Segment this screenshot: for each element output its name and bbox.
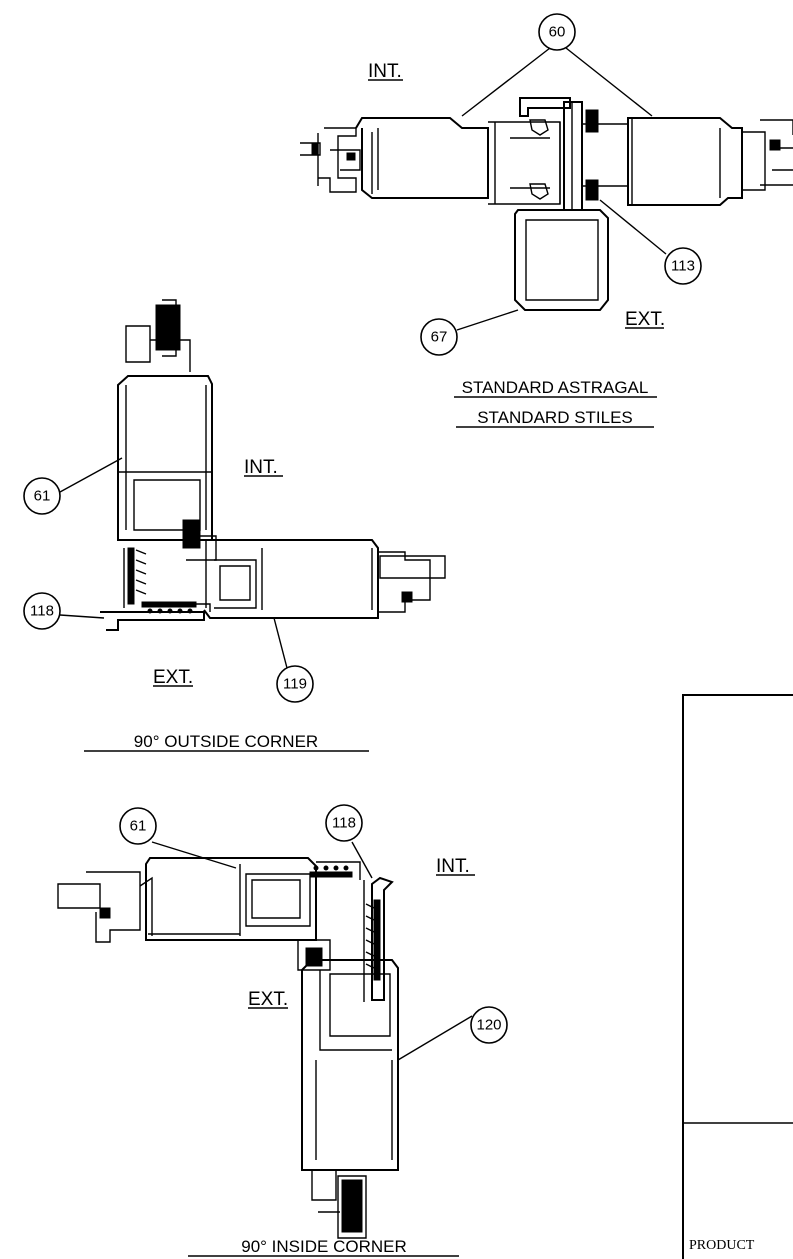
callout-60-astragal: 60 (538, 13, 576, 51)
outside-int-label: INT. (244, 457, 278, 478)
title-block-product-label: PRODUCT (689, 1238, 755, 1253)
title-block: PRODUCT (682, 694, 793, 1259)
callout-118-inside: 118 (325, 804, 363, 842)
astragal-title-line2: STANDARD STILES (477, 408, 633, 427)
svg-text:118: 118 (332, 815, 356, 832)
svg-text:120: 120 (476, 1017, 501, 1034)
inside-corner-detail (57, 841, 473, 1239)
inside-ext-label: EXT. (248, 989, 288, 1010)
astragal-int-label: INT. (368, 61, 402, 82)
callout-113: 113 (664, 247, 702, 285)
callout-61-outside: 61 (23, 477, 61, 515)
astragal-ext-label: EXT. (625, 309, 665, 330)
outside-corner-weatherstrip-vertical (127, 547, 147, 605)
svg-text:119: 119 (283, 676, 307, 693)
callout-118-outside: 118 (23, 592, 61, 630)
inside-corner-title: 90° INSIDE CORNER (241, 1237, 407, 1256)
astragal-title-line1: STANDARD ASTRAGAL (462, 378, 649, 397)
inside-int-label: INT. (436, 856, 470, 877)
outside-corner-detail (59, 299, 446, 669)
outside-corner-title: 90° OUTSIDE CORNER (134, 732, 318, 751)
svg-text:61: 61 (130, 818, 147, 835)
svg-text:61: 61 (34, 488, 51, 505)
callout-61-inside: 61 (119, 807, 157, 845)
outside-corner-weatherstrip-horizontal (141, 601, 197, 614)
svg-text:118: 118 (30, 603, 54, 620)
callout-67: 67 (420, 318, 458, 356)
svg-text:113: 113 (671, 258, 695, 275)
svg-text:60: 60 (549, 24, 566, 41)
callout-120: 120 (470, 1006, 508, 1044)
callout-119: 119 (276, 665, 314, 703)
astragal-detail (300, 47, 793, 331)
svg-text:67: 67 (431, 329, 448, 346)
outside-ext-label: EXT. (153, 667, 193, 688)
inside-corner-weatherstrip-horizontal (309, 865, 353, 878)
